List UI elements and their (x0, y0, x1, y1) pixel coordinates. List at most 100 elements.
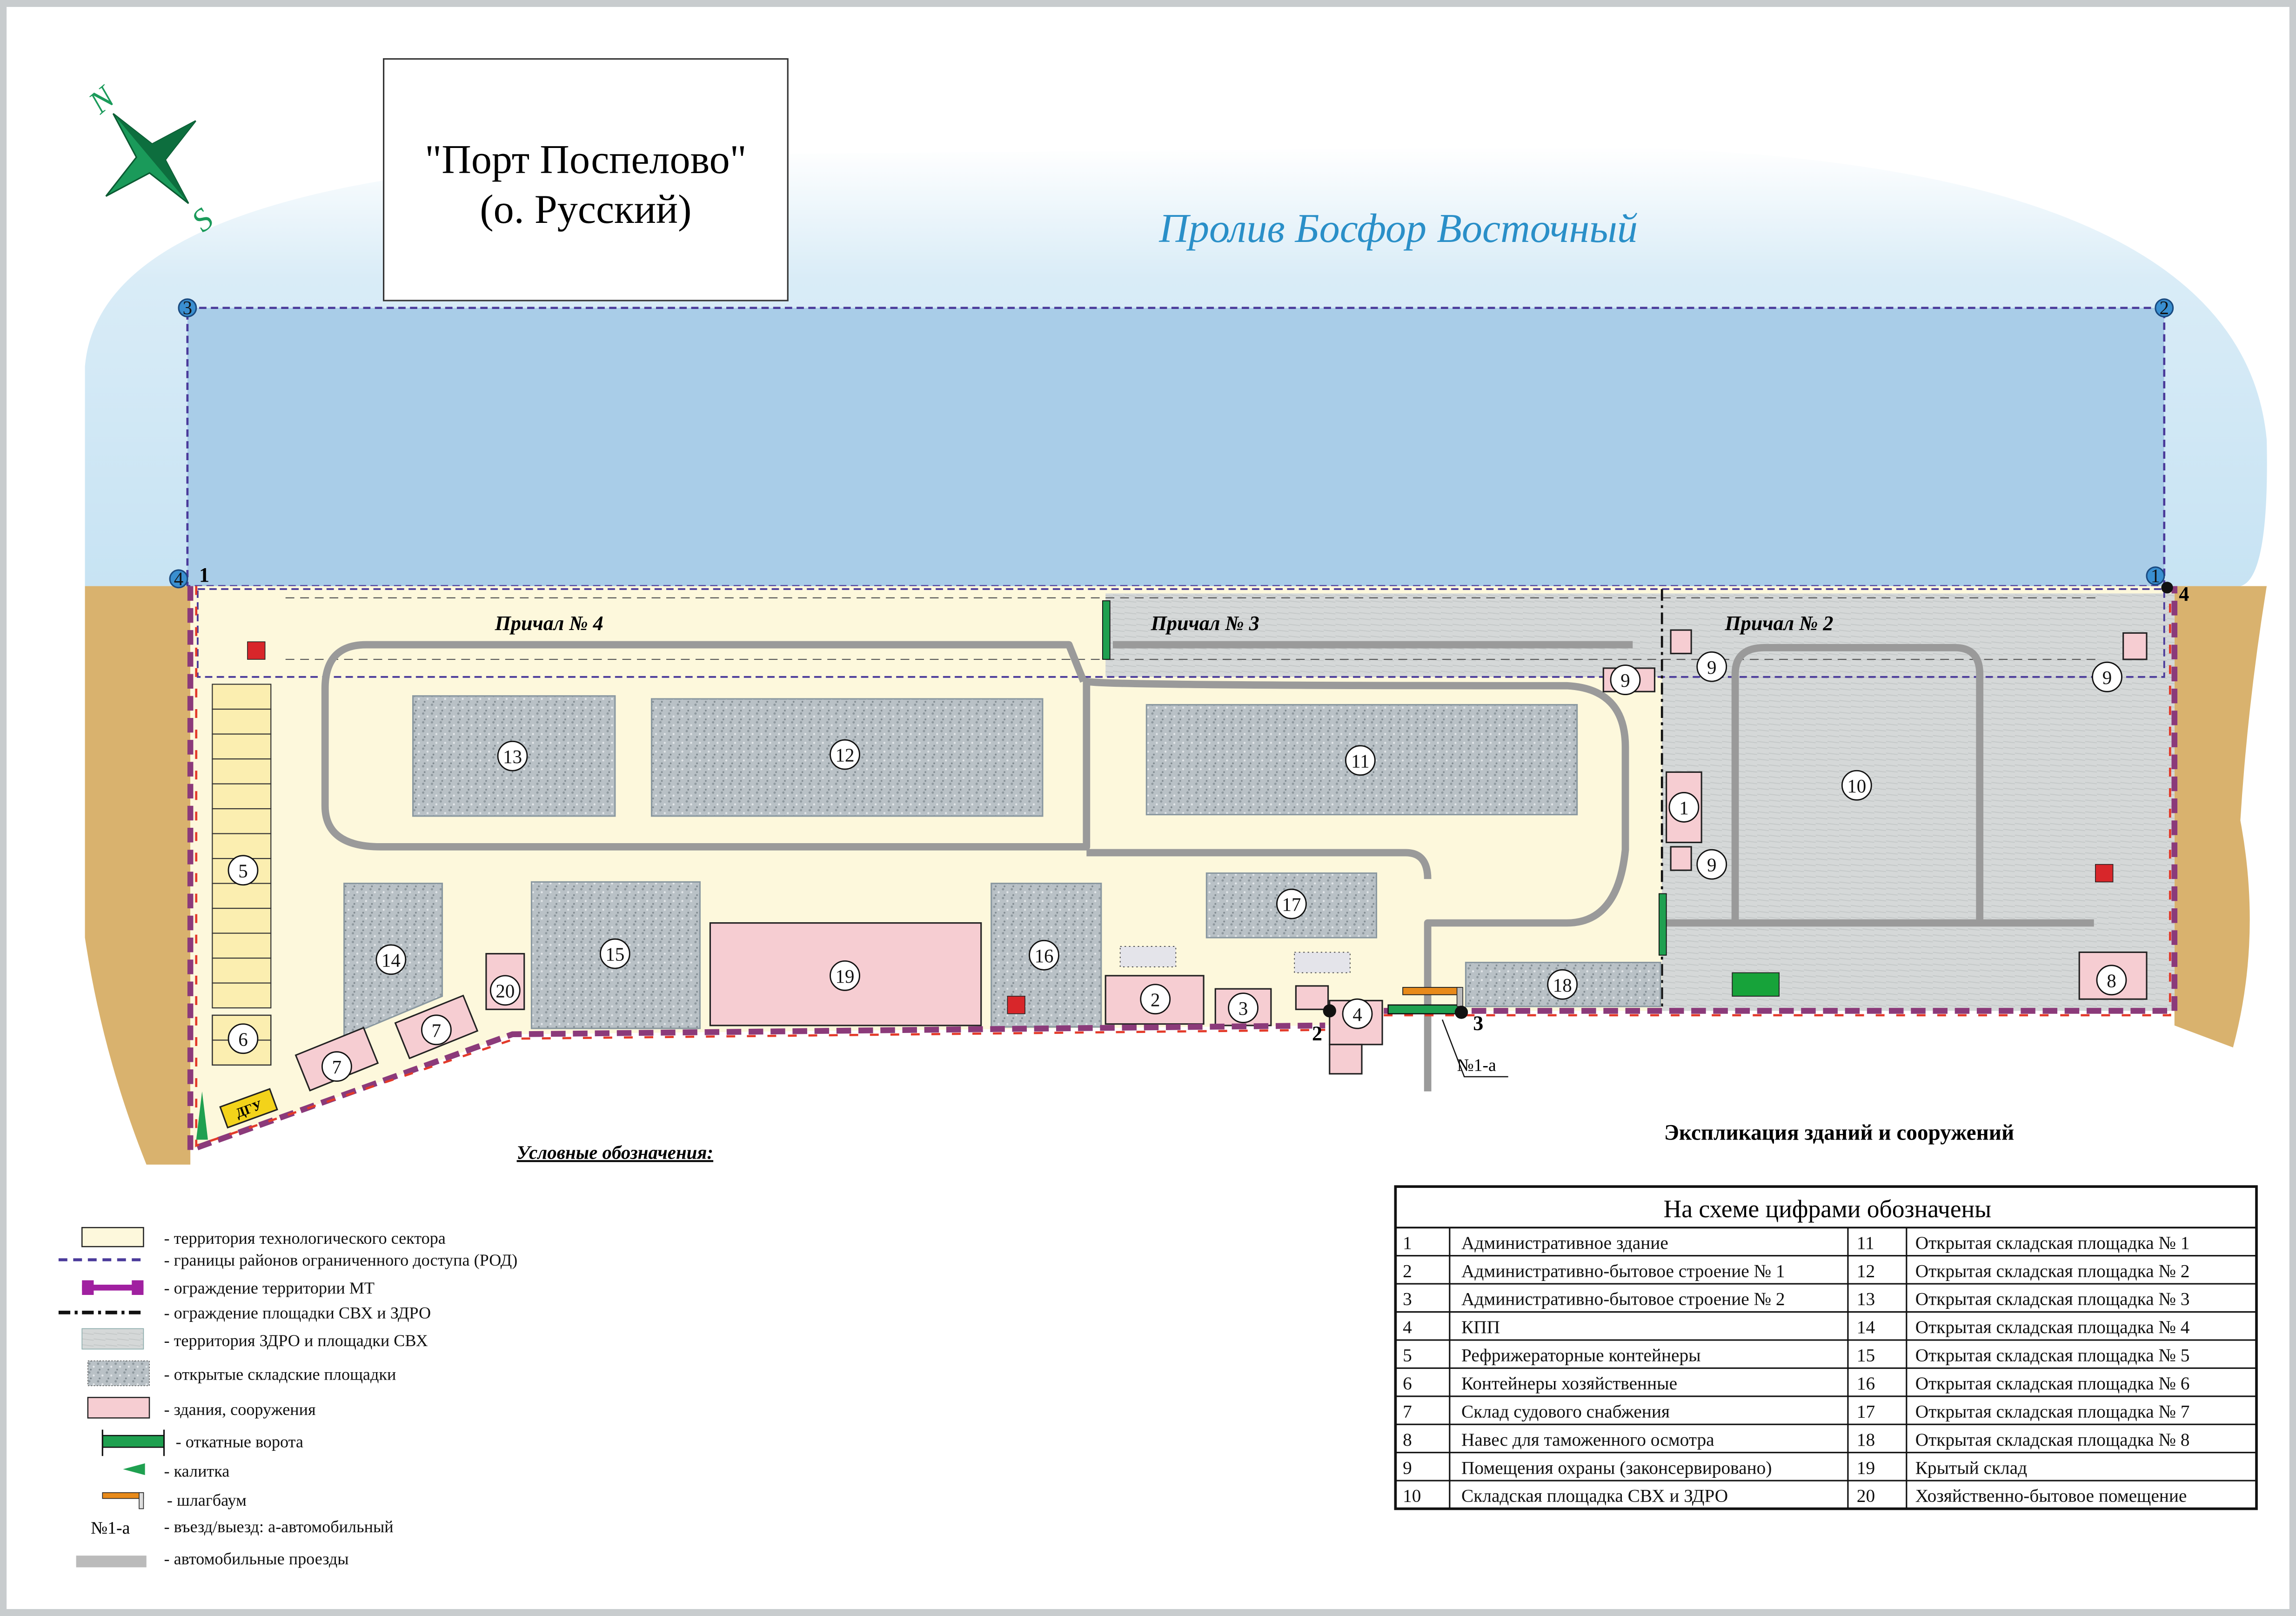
hydrant-icon (1007, 996, 1025, 1014)
sliding-gate-svh (1658, 893, 1667, 956)
point-3: 3 (1473, 1012, 1483, 1034)
container (212, 684, 272, 710)
number-marker-18: 18 (1547, 969, 1578, 1000)
roads (321, 641, 2094, 1092)
dotted-area (1294, 952, 1351, 973)
corner-point-4: 4 (169, 568, 188, 589)
number-marker-20: 20 (489, 975, 521, 1006)
number-label: 17 (1282, 894, 1301, 915)
table-cell-number: 19 (1857, 1457, 1875, 1478)
container (212, 758, 272, 785)
title-box (383, 58, 789, 302)
number-label: 20 (495, 980, 515, 1001)
number-marker-17: 17 (1276, 888, 1307, 919)
hydrant-icon (2095, 864, 2114, 883)
number-marker-15: 15 (599, 938, 630, 969)
legend-item-label: - границы районов ограниченного доступа … (164, 1251, 518, 1269)
number-label: 7 (432, 1020, 441, 1041)
table-cell-name: КПП (1461, 1317, 1500, 1337)
legend-item-label: - территория ЗДРО и площадки СВХ (164, 1331, 428, 1350)
number-label: 10 (1847, 776, 1866, 797)
corner-label: 2 (2160, 297, 2169, 318)
table-cell-name: Контейнеры хозяйственные (1461, 1373, 1677, 1394)
number-label: 9 (1620, 670, 1630, 691)
number-marker-3: 3 (1228, 992, 1258, 1023)
number-label: 15 (605, 944, 624, 965)
number-marker-13: 13 (497, 740, 528, 771)
legend-title: Условные обозначения: (517, 1142, 714, 1163)
fence-red-dash (195, 586, 2171, 1147)
legend-item-label: - открытые складские площадки (164, 1365, 396, 1384)
legend-swatch-zdro (81, 1328, 144, 1350)
building-20 (485, 953, 525, 1010)
table-cell-name: Открытая складская площадка № 5 (1915, 1345, 2190, 1366)
table-cell-number: 13 (1857, 1289, 1875, 1309)
table-cell-number: 18 (1857, 1429, 1875, 1450)
berth-2-label: Причал № 2 (1725, 612, 1834, 635)
table-cell-name: Складская площадка СВХ и ЗДРО (1461, 1486, 1728, 1506)
legend-entry-sample: №1-а (91, 1518, 130, 1538)
container (212, 957, 272, 984)
table-cell-name: Административно-бытовое строение № 2 (1461, 1289, 1785, 1309)
number-label: 18 (1553, 975, 1572, 996)
number-label: 1 (1679, 798, 1688, 818)
number-label: 11 (1351, 751, 1369, 771)
table-cell-number: 14 (1857, 1317, 1875, 1337)
table-cell-number: 3 (1403, 1289, 1412, 1309)
legend-swatch-fence (82, 1280, 144, 1295)
corner-label: 4 (174, 568, 183, 589)
table-cell-name: Открытая складская площадка № 1 (1915, 1233, 2190, 1253)
table-cell-name: Открытая складская площадка № 3 (1915, 1289, 2190, 1309)
wicket-icon (196, 1091, 208, 1140)
legend-swatch-building (87, 1397, 150, 1419)
table-cell-name: Навес для таможенного осмотра (1461, 1429, 1714, 1450)
legend-item-label: - ограждение территории МТ (164, 1279, 375, 1297)
legend-swatch-barrier (102, 1492, 144, 1509)
building-9d (1670, 846, 1692, 871)
table-cell-name: Рефрижераторные контейнеры (1461, 1345, 1701, 1366)
title-line-2: (о. Русский) (480, 187, 691, 232)
table-cell-number: 2 (1403, 1261, 1412, 1281)
legend-item-label: - шлагбаум (167, 1491, 247, 1509)
sliding-gate-berth (1102, 600, 1111, 660)
explication-title: Экспликация зданий и сооружений (1664, 1120, 2014, 1145)
number-label: 5 (238, 860, 248, 881)
container (212, 932, 272, 959)
point-dot-4 (2161, 582, 2173, 594)
table-cell-number: 5 (1403, 1345, 1412, 1366)
table-cell-name: Склад судового снабжения (1461, 1401, 1670, 1422)
legend-item-label: - автомобильные проезды (164, 1549, 349, 1568)
strait-name: Пролив Босфор Восточный (1158, 206, 1638, 251)
corner-point-2: 2 (2155, 297, 2174, 318)
legend-item-label: - въезд/выезд: а-автомобильный (164, 1517, 394, 1536)
legend-item-label: - ограждение площадки СВХ и ЗДРО (164, 1303, 431, 1322)
point-1: 1 (199, 563, 209, 586)
number-label: 19 (836, 966, 855, 987)
corner-point-3: 3 (178, 297, 197, 318)
number-marker-4: 4 (1342, 998, 1373, 1029)
number-marker-9: 9 (1696, 651, 1727, 682)
number-marker-11: 11 (1345, 745, 1376, 776)
corner-point-1: 1 (2146, 565, 2165, 586)
building-4-annex (1295, 985, 1329, 1010)
building-4-annex-2 (1329, 1044, 1363, 1075)
container (212, 833, 272, 859)
number-marker-12: 12 (830, 739, 860, 770)
legend-item-label: - здания, сооружения (164, 1400, 316, 1419)
number-marker-10: 10 (1841, 770, 1872, 801)
number-marker-9: 9 (1610, 664, 1641, 695)
number-marker-7: 7 (321, 1051, 352, 1082)
mt-fence (187, 586, 2178, 1154)
table-cell-name: Помещения охраны (законсервировано) (1461, 1457, 1772, 1478)
number-label: 9 (1707, 657, 1716, 678)
table-cell-number: 12 (1857, 1261, 1875, 1281)
number-marker-1: 1 (1668, 792, 1700, 823)
legend-item-label: - калитка (164, 1462, 230, 1480)
